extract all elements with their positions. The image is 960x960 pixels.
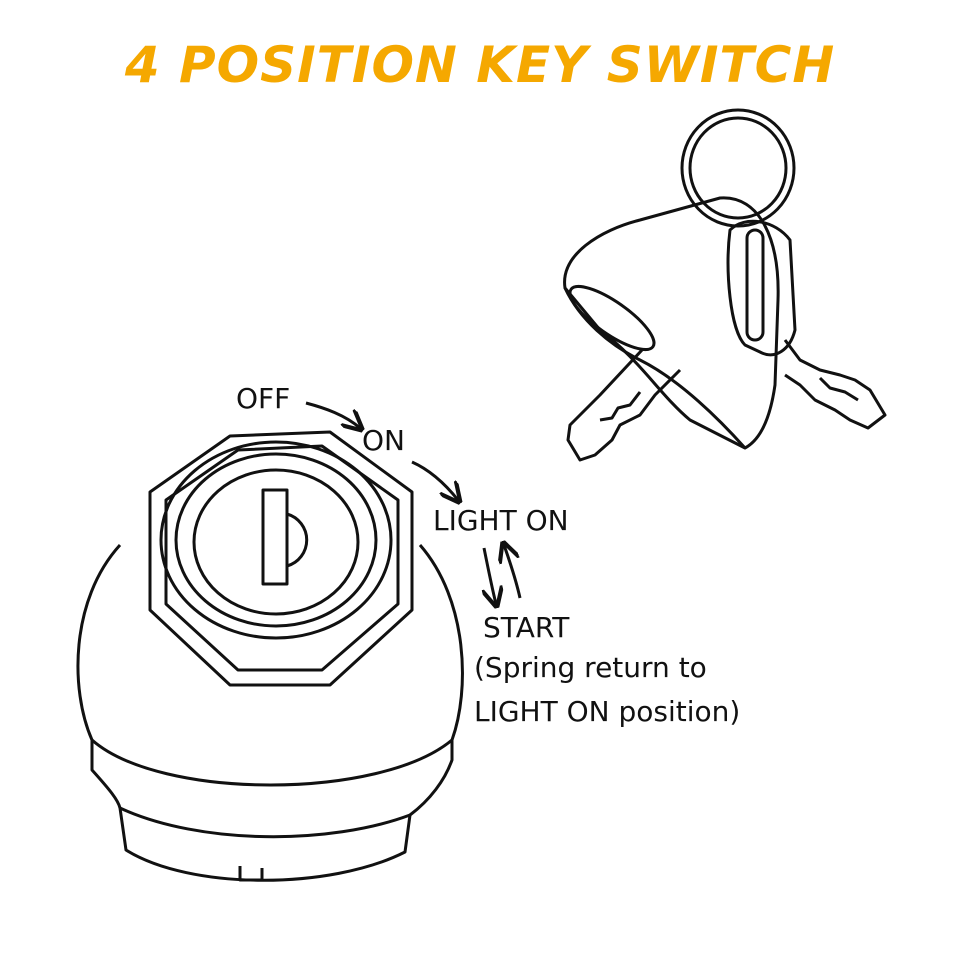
spring-return-note-line2: LIGHT ON position)	[474, 695, 741, 728]
switch-body	[76, 430, 464, 882]
spring-return-note-line1: (Spring return to	[474, 651, 707, 684]
position-label-off: OFF	[236, 382, 291, 415]
page-title: 4 POSITION KEY SWITCH	[124, 36, 836, 94]
position-label-light-on: LIGHT ON	[433, 504, 569, 537]
key-set-illustration	[563, 108, 887, 462]
position-arrows	[305, 401, 522, 604]
position-label-start: START	[483, 611, 570, 644]
position-label-on: ON	[362, 424, 405, 457]
